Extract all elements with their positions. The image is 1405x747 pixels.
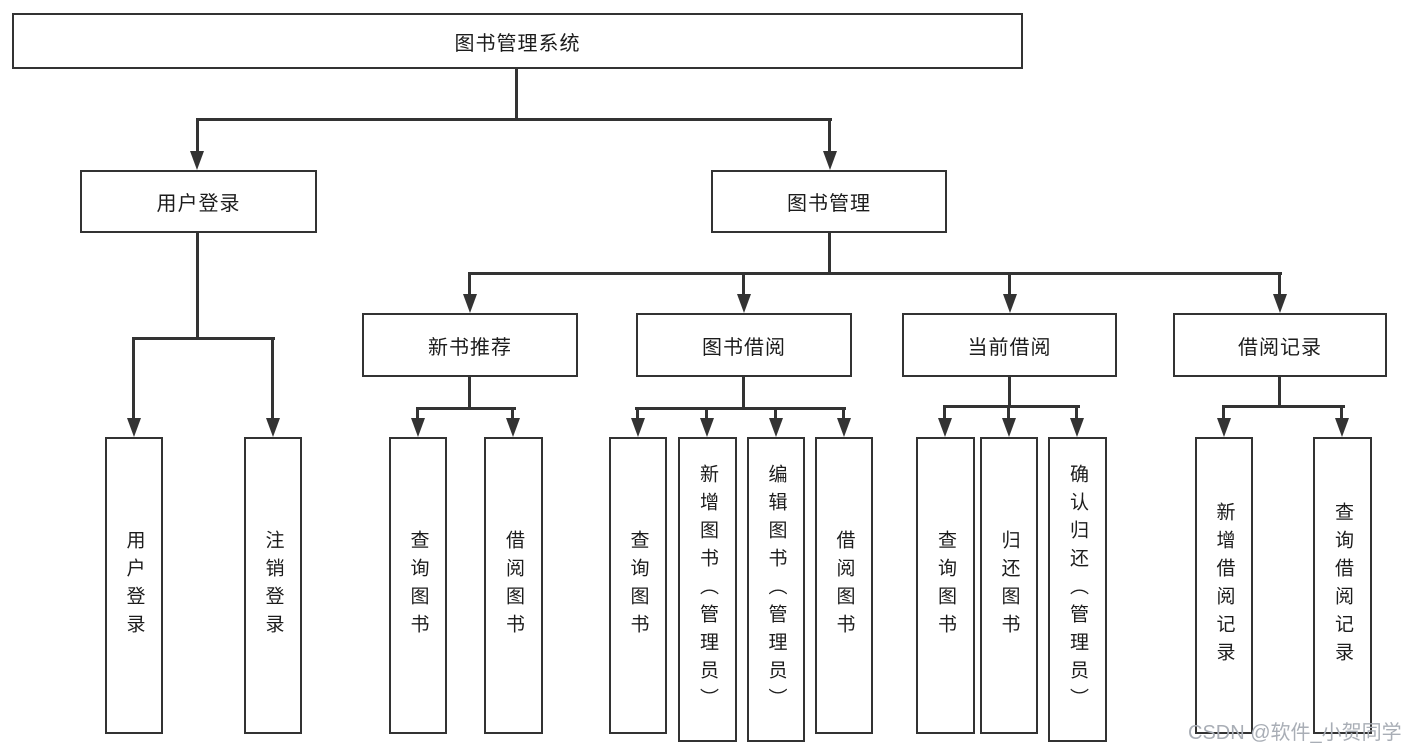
connector-line (742, 377, 745, 409)
csdn-watermark: CSDN @软件_小贺同学 (1188, 722, 1402, 744)
node-label: 当前借阅 (967, 336, 1052, 359)
arrow-down-icon (190, 151, 204, 170)
connector-line (1278, 272, 1281, 296)
arrow-down-icon (506, 418, 520, 437)
connector-line (1007, 405, 1010, 421)
connector-line (1340, 405, 1343, 421)
connector-line (468, 272, 1282, 275)
arrow-down-icon (631, 418, 645, 437)
connector-line (742, 272, 745, 296)
arrow-down-icon (837, 418, 851, 437)
arrow-down-icon (127, 418, 141, 437)
node-new-book-recommend: 新书推荐 (362, 313, 578, 377)
connector-line (416, 407, 516, 410)
connector-line (828, 118, 831, 153)
arrow-down-icon (411, 418, 425, 437)
connector-line (774, 407, 777, 421)
node-book-management: 图书管理 (711, 170, 947, 233)
node-label: 借阅图书 (503, 529, 524, 642)
node-label: 新书推荐 (428, 336, 512, 359)
node-borrow-records: 借阅记录 (1173, 313, 1387, 377)
node-label: 归还图书 (998, 529, 1020, 642)
node-label: 新增借阅记录 (1213, 501, 1235, 670)
leaf-borrow-books-recommend: 借阅图书 (484, 437, 543, 734)
connector-line (705, 407, 708, 421)
node-label: 查询借阅记录 (1332, 501, 1353, 670)
connector-line (1008, 272, 1011, 296)
node-current-borrow: 当前借阅 (902, 313, 1117, 377)
connector-line (196, 118, 199, 153)
leaf-edit-books-admin: 编辑图书（管理员） (747, 437, 805, 742)
arrow-down-icon (1002, 418, 1016, 437)
node-label: 查询图书 (407, 529, 429, 642)
connector-line (1222, 405, 1345, 408)
connector-line (1075, 405, 1078, 421)
arrow-down-icon (769, 418, 783, 437)
arrow-down-icon (823, 151, 837, 170)
leaf-logout-login: 注销登录 (244, 437, 302, 734)
connector-line (511, 407, 514, 421)
leaf-add-books-admin: 新增图书（管理员） (678, 437, 737, 742)
leaf-query-books-recommend: 查询图书 (389, 437, 447, 734)
leaf-borrow-books: 借阅图书 (815, 437, 873, 734)
arrow-down-icon (737, 294, 751, 313)
connector-line (271, 337, 274, 421)
node-user-login: 用户登录 (80, 170, 317, 233)
node-label: 新增图书（管理员） (697, 463, 718, 716)
connector-line (1222, 405, 1225, 421)
arrow-down-icon (1335, 418, 1349, 437)
connector-line (1278, 377, 1281, 407)
leaf-user-login: 用户登录 (105, 437, 163, 734)
connector-line (636, 407, 639, 421)
connector-line (468, 272, 471, 296)
leaf-query-books-current: 查询图书 (916, 437, 975, 734)
leaf-confirm-return-admin: 确认归还（管理员） (1048, 437, 1107, 742)
node-label: 编辑图书（管理员） (765, 463, 787, 716)
connector-line (132, 337, 135, 421)
connector-line (132, 337, 275, 340)
arrow-down-icon (1273, 294, 1287, 313)
connector-line (515, 69, 518, 120)
connector-line (828, 233, 831, 274)
leaf-query-borrow-record: 查询借阅记录 (1313, 437, 1372, 734)
arrow-down-icon (938, 418, 952, 437)
arrow-down-icon (1003, 294, 1017, 313)
connector-line (943, 405, 946, 421)
connector-line (196, 118, 832, 121)
node-label: 查询图书 (627, 529, 649, 642)
node-label: 用户登录 (123, 529, 145, 642)
node-label: 图书借阅 (702, 336, 786, 359)
arrow-down-icon (266, 418, 280, 437)
arrow-down-icon (1217, 418, 1231, 437)
node-label: 借阅记录 (1238, 336, 1322, 359)
node-book-borrow: 图书借阅 (636, 313, 852, 377)
leaf-add-borrow-record: 新增借阅记录 (1195, 437, 1253, 734)
node-label: 图书管理 (787, 193, 871, 215)
arrow-down-icon (463, 294, 477, 313)
arrow-down-icon (700, 418, 714, 437)
node-library-management-system: 图书管理系统 (12, 13, 1023, 69)
node-label: 用户登录 (156, 193, 241, 215)
node-label: 借阅图书 (833, 529, 855, 642)
connector-line (943, 405, 1080, 408)
connector-line (1008, 377, 1011, 407)
arrow-down-icon (1070, 418, 1084, 437)
node-label: 确认归还（管理员） (1067, 463, 1088, 716)
node-label: 查询图书 (935, 529, 956, 642)
connector-line (468, 377, 471, 409)
connector-line (196, 233, 199, 339)
connector-line (842, 407, 845, 421)
leaf-return-books: 归还图书 (980, 437, 1038, 734)
node-label: 注销登录 (262, 529, 284, 642)
connector-line (635, 407, 846, 410)
node-label: 图书管理系统 (454, 32, 581, 55)
leaf-query-books-borrow: 查询图书 (609, 437, 667, 734)
connector-line (416, 407, 419, 421)
